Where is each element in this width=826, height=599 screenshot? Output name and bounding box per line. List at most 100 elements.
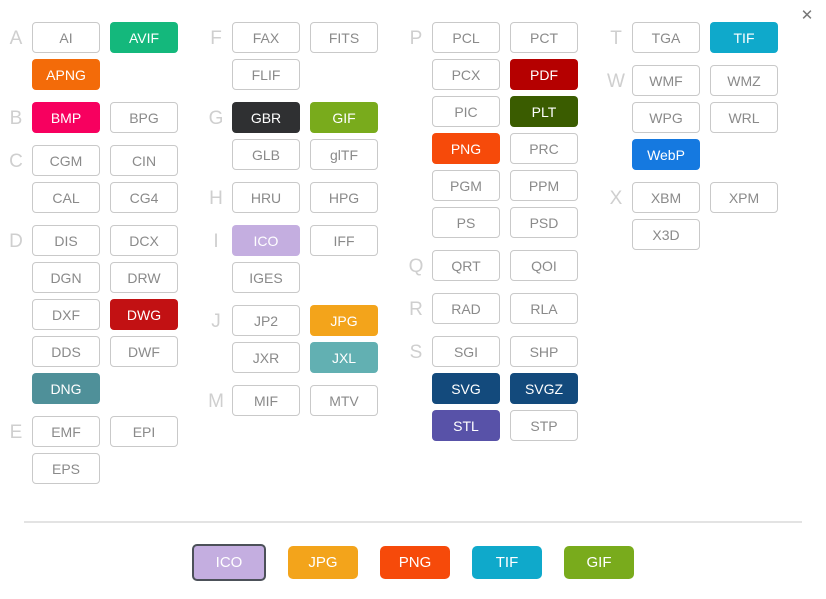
format-button-xbm[interactable]: XBM [632,182,700,213]
format-button-fits[interactable]: FITS [310,22,378,53]
format-button-plt[interactable]: PLT [510,96,578,127]
format-button-pcl[interactable]: PCL [432,22,500,53]
letter-group-j: J JP2 JPG JXR JXL [200,305,400,373]
format-button-avif[interactable]: AVIF [110,22,178,53]
format-button-ai[interactable]: AI [32,22,100,53]
format-button-stl[interactable]: STL [432,410,500,441]
format-button-row: JP2 JPG JXR JXL [232,305,400,373]
group-letter-i: I [213,231,219,252]
format-button-svg[interactable]: SVG [432,373,500,404]
group-letter-q: Q [408,256,424,277]
format-button-row: BMP BPG [32,102,200,133]
format-button-cg4[interactable]: CG4 [110,182,178,213]
group-letter-s: S [409,342,423,363]
popular-chip-ico[interactable]: ICO [192,544,266,581]
format-button-ppm[interactable]: PPM [510,170,578,201]
format-button-rad[interactable]: RAD [432,293,500,324]
format-button-jxl[interactable]: JXL [310,342,378,373]
format-button-ico[interactable]: ICO [232,225,300,256]
format-button-xpm[interactable]: XPM [710,182,778,213]
format-button-pcx[interactable]: PCX [432,59,500,90]
format-button-bmp[interactable]: BMP [32,102,100,133]
format-button-tif[interactable]: TIF [710,22,778,53]
format-button-dcx[interactable]: DCX [110,225,178,256]
format-button-x3d[interactable]: X3D [632,219,700,250]
format-button-jpg[interactable]: JPG [310,305,378,336]
format-button-prc[interactable]: PRC [510,133,578,164]
group-letter-w: W [607,71,625,92]
format-button-row: HRU HPG [232,182,400,213]
format-button-eps[interactable]: EPS [32,453,100,484]
format-button-mtv[interactable]: MTV [310,385,378,416]
format-button-wrl[interactable]: WRL [710,102,778,133]
format-button-row: RAD RLA [432,293,600,324]
close-icon: ✕ [800,6,814,24]
format-button-jp2[interactable]: JP2 [232,305,300,336]
format-button-bpg[interactable]: BPG [110,102,178,133]
popular-chip-jpg[interactable]: JPG [288,546,358,579]
format-button-jxr[interactable]: JXR [232,342,300,373]
format-button-pic[interactable]: PIC [432,96,500,127]
format-button-rla[interactable]: RLA [510,293,578,324]
format-button-gif[interactable]: GIF [310,102,378,133]
format-button-webp[interactable]: WebP [632,139,700,170]
group-letter-j: J [211,311,221,332]
format-button-glb[interactable]: GLB [232,139,300,170]
format-button-dwf[interactable]: DWF [110,336,178,367]
format-button-pdf[interactable]: PDF [510,59,578,90]
format-button-stp[interactable]: STP [510,410,578,441]
format-button-wpg[interactable]: WPG [632,102,700,133]
format-button-fax[interactable]: FAX [232,22,300,53]
group-letter-g: G [208,108,224,129]
format-button-row: FAX FITS FLIF [232,22,400,90]
format-button-gbr[interactable]: GBR [232,102,300,133]
format-button-dds[interactable]: DDS [32,336,100,367]
format-button-pct[interactable]: PCT [510,22,578,53]
format-button-dwg[interactable]: DWG [110,299,178,330]
format-button-dng[interactable]: DNG [32,373,100,404]
format-button-tga[interactable]: TGA [632,22,700,53]
format-button-psd[interactable]: PSD [510,207,578,238]
popular-chip-gif[interactable]: GIF [564,546,634,579]
popular-chip-tif[interactable]: TIF [472,546,542,579]
format-button-drw[interactable]: DRW [110,262,178,293]
format-button-gltf[interactable]: glTF [310,139,378,170]
format-button-dgn[interactable]: DGN [32,262,100,293]
format-button-wmz[interactable]: WMZ [710,65,778,96]
format-button-cin[interactable]: CIN [110,145,178,176]
format-button-mif[interactable]: MIF [232,385,300,416]
bottom-ghost-text [90,589,150,598]
format-button-epi[interactable]: EPI [110,416,178,447]
close-button[interactable]: ✕ [795,3,819,27]
format-button-dxf[interactable]: DXF [32,299,100,330]
format-button-pgm[interactable]: PGM [432,170,500,201]
format-button-qoi[interactable]: QOI [510,250,578,281]
format-button-dis[interactable]: DIS [32,225,100,256]
format-button-ps[interactable]: PS [432,207,500,238]
format-button-row: CGM CIN CAL CG4 [32,145,200,213]
letter-group-g: G GBR GIF GLB glTF [200,102,400,170]
format-button-wmf[interactable]: WMF [632,65,700,96]
format-button-iges[interactable]: IGES [232,262,300,293]
format-button-sgi[interactable]: SGI [432,336,500,367]
format-button-cgm[interactable]: CGM [32,145,100,176]
format-button-cal[interactable]: CAL [32,182,100,213]
format-button-shp[interactable]: SHP [510,336,578,367]
format-button-iff[interactable]: IFF [310,225,378,256]
format-button-apng[interactable]: APNG [32,59,100,90]
format-button-hpg[interactable]: HPG [310,182,378,213]
format-button-row: ICO IFF IGES [232,225,400,293]
format-button-emf[interactable]: EMF [32,416,100,447]
format-button-qrt[interactable]: QRT [432,250,500,281]
popular-chip-png[interactable]: PNG [380,546,450,579]
format-button-png[interactable]: PNG [432,133,500,164]
format-button-hru[interactable]: HRU [232,182,300,213]
format-button-flif[interactable]: FLIF [232,59,300,90]
format-button-svgz[interactable]: SVGZ [510,373,578,404]
